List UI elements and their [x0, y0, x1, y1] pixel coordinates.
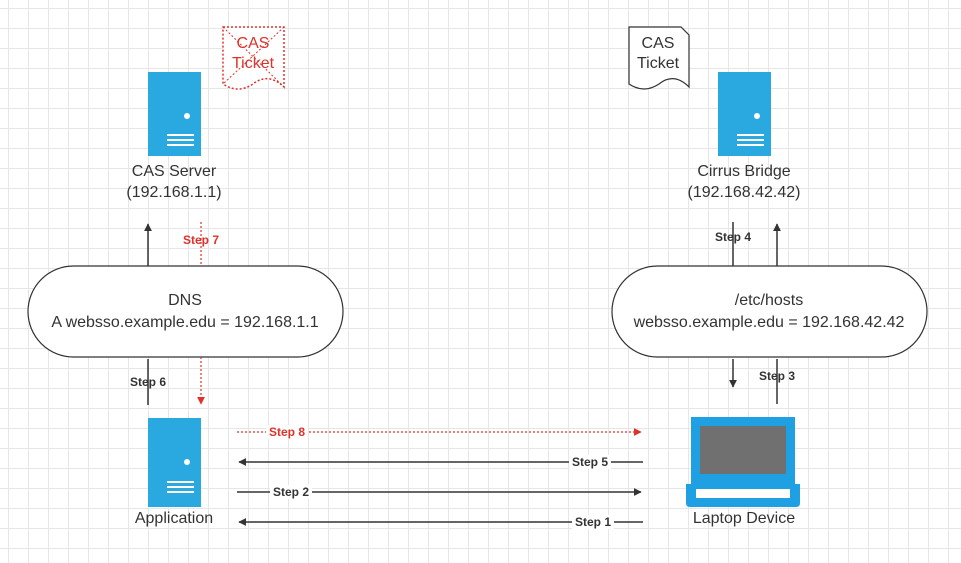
laptop-label: Laptop Device: [693, 510, 795, 527]
cas-server-icon: [148, 72, 201, 156]
cas-ticket-icon: [628, 26, 690, 90]
cirrus-bridge-label: Cirrus Bridge: [697, 163, 790, 180]
ticket-line2: Ticket: [637, 55, 680, 72]
dns-box: [27, 265, 344, 358]
hosts-record: websso.example.edu = 192.168.42.42: [633, 314, 905, 331]
cirrus-bridge-server-icon: [718, 72, 771, 156]
step8-label: Step 8: [269, 425, 305, 439]
step4-label: Step 4: [715, 230, 751, 244]
red-ticket-line1: CAS: [237, 35, 270, 52]
application-server-icon: [148, 418, 201, 507]
red-ticket-line2: Ticket: [232, 55, 275, 72]
step2-label: Step 2: [273, 485, 309, 499]
dns-title: DNS: [168, 292, 202, 309]
cirrus-bridge-ip: (192.168.42.42): [688, 184, 801, 201]
cas-server-label: CAS Server: [132, 163, 217, 180]
hosts-title: /etc/hosts: [735, 292, 803, 309]
step1-label: Step 1: [575, 515, 611, 529]
step6-label: Step 6: [130, 375, 166, 389]
cas-ticket-red-icon: [222, 26, 285, 90]
dns-record: A websso.example.edu = 192.168.1.1: [51, 314, 318, 331]
cas-server-ip: (192.168.1.1): [126, 184, 221, 201]
step2-label-bg: [270, 485, 312, 499]
laptop-icon: [686, 417, 800, 507]
ticket-line1: CAS: [642, 35, 675, 52]
step5-label-bg: [569, 455, 611, 469]
step8-label-bg: [266, 425, 308, 439]
step1-label-bg: [572, 515, 614, 529]
application-label: Application: [135, 510, 213, 527]
step3-label: Step 3: [759, 369, 795, 383]
step5-label: Step 5: [572, 455, 608, 469]
hosts-box: [611, 265, 928, 358]
step7-label: Step 7: [183, 233, 219, 247]
